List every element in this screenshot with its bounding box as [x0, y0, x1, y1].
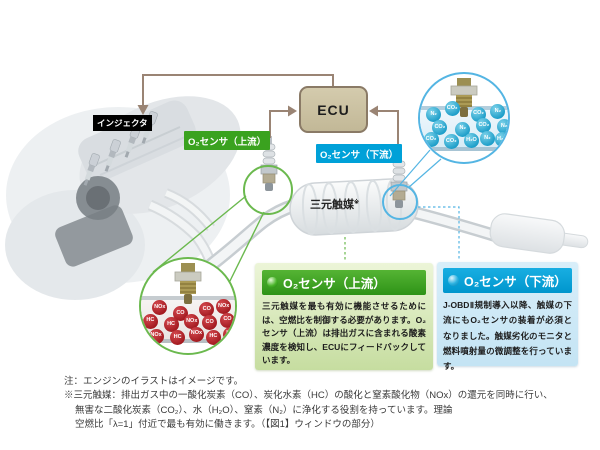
molecule-N₂: N₂: [455, 121, 471, 137]
sensor-tip-icon: [450, 77, 478, 117]
downstream-panel: O₂センサ（下流） J-OBDⅡ規制導入以降、触媒の下流にもO₂センサの装着が必…: [437, 262, 578, 371]
downstream-panel-title: O₂センサ（下流）: [443, 268, 572, 293]
molecule-H₂O: H₂O: [494, 132, 508, 148]
upstream-sensor-ring: [243, 165, 293, 215]
molecule-CO: CO: [202, 315, 218, 331]
downstream-sensor-tag: O₂センサ（下流）: [316, 144, 403, 163]
arrowheads: [137, 105, 378, 117]
molecule-N₂: N₂: [490, 103, 506, 119]
muffler: [489, 213, 589, 254]
note-line: 注：エンジンのイラストはイメージです。: [64, 376, 244, 387]
molecule-NOx: NOx: [188, 326, 204, 342]
molecule-HC: HC: [142, 313, 158, 329]
molecule-CO₂: CO₂: [471, 106, 487, 122]
molecule-H₂O: H₂O: [464, 132, 479, 148]
molecule-N₂: N₂: [426, 107, 442, 123]
upstream-panel: O₂センサ（上流） 三元触媒を最も有効に機能させるためには、空燃比を制御する必要…: [255, 263, 433, 370]
note-line: 空燃比「λ=1」付近で最も有効に働きます。（【図1】ウィンドウの部分）: [75, 418, 380, 430]
blue-ball-icon: [448, 275, 459, 286]
molecule-CO₂: CO₂: [432, 119, 448, 135]
molecule-NOx: NOx: [152, 300, 168, 316]
sensor-tip-icon: [174, 262, 202, 304]
molecule-HC: HC: [163, 317, 179, 333]
molecule-CO: CO: [219, 312, 235, 328]
injector-tag: インジェクタ: [93, 115, 152, 131]
molecule-CO₂: CO₂: [476, 118, 492, 133]
note-line: ※三元触媒：排出ガス中の一酸化炭素（CO）、炭化水素（HC）の酸化と窒素酸化物（…: [64, 390, 553, 402]
green-ball-icon: [267, 277, 278, 288]
upstream-panel-body: 三元触媒を最も有効に機能させるためには、空燃比を制御する必要があります。O₂セン…: [262, 301, 426, 366]
footnotes: 注：エンジンのイラストはイメージです。 ※三元触媒：排出ガス中の一酸化炭素（CO…: [64, 375, 594, 432]
molecule-NOx: NOx: [148, 328, 164, 344]
molecule-CO₂: CO₂: [443, 133, 459, 149]
ecu-feedback-arrows: [142, 74, 399, 154]
catalyst-ref-mark: ※: [354, 199, 360, 206]
green-callout-lines: [152, 195, 346, 288]
molecule-NOx: NOx: [216, 299, 232, 315]
molecule-HC: HC: [205, 329, 221, 345]
molecule-NOx: NOx: [184, 314, 200, 330]
ecu-label: ECU: [317, 101, 350, 118]
upstream-sensor-tag: O₂センサ（上流）: [184, 131, 271, 150]
molecule-CO: CO: [199, 302, 215, 318]
upstream-panel-title: O₂センサ（上流）: [262, 270, 426, 295]
note-line: 無害な二酸化炭素（CO₂）、水（H₂O）、窒素（N₂）に浄化する役割を持っていま…: [75, 404, 453, 416]
molecule-HC: HC: [170, 330, 186, 346]
downstream-panel-body: J-OBDⅡ規制導入以降、触媒の下流にもO₂センサの装着が必須となりました。触媒…: [443, 300, 572, 372]
ecu-box: ECU: [299, 86, 368, 133]
molecule-CO: CO: [172, 306, 188, 321]
catalyst-label: 三元触媒※: [310, 199, 360, 211]
molecule-HC: HC: [222, 326, 235, 342]
molecule-CO₂: CO₂: [423, 132, 439, 148]
molecule-CO₂: CO₂: [444, 101, 460, 117]
molecule-N₂: N₂: [496, 118, 508, 134]
molecule-N₂: N₂: [479, 131, 495, 147]
blue-callout-lines: [389, 149, 460, 261]
